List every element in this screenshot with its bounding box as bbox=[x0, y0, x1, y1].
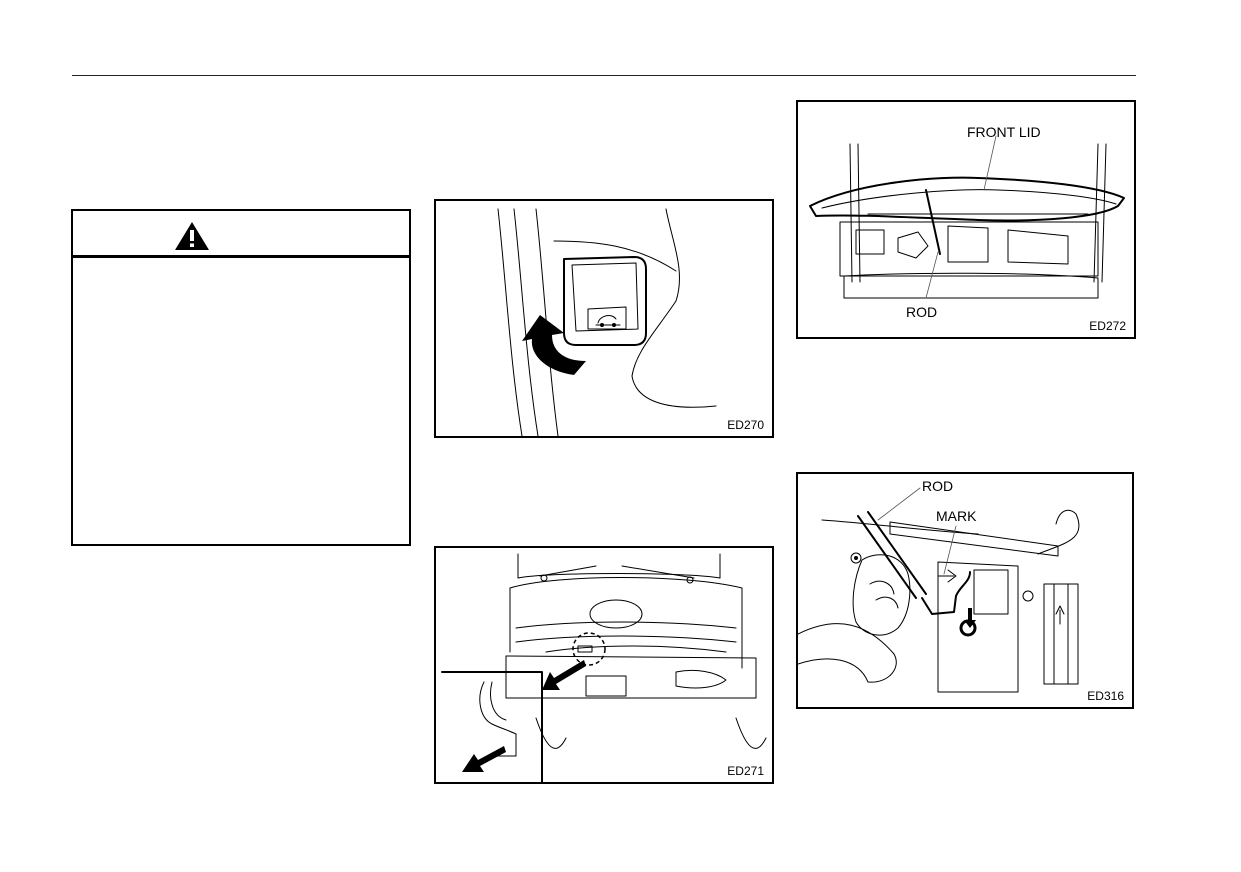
figure-code: ED272 bbox=[1089, 319, 1126, 333]
figure-rod-insertion: ROD MARK ED316 bbox=[796, 472, 1134, 709]
figure-hood-release-lever: ED270 bbox=[434, 199, 774, 438]
figure-front-grille-release: ED271 bbox=[434, 546, 774, 784]
warning-body bbox=[73, 258, 409, 290]
hood-release-lever-illustration bbox=[497, 208, 717, 436]
figure-code: ED316 bbox=[1087, 689, 1124, 703]
warning-triangle-icon bbox=[175, 222, 209, 250]
rod-insertion-illustration bbox=[798, 487, 1080, 693]
callout-rod: ROD bbox=[922, 478, 954, 494]
figure-front-lid-open: FRONT LID ROD ED272 bbox=[796, 100, 1136, 339]
front-lid-open-illustration bbox=[809, 135, 1125, 299]
figure-code: ED270 bbox=[727, 418, 764, 432]
front-grille-release-illustration bbox=[441, 553, 767, 782]
warning-box bbox=[71, 209, 411, 546]
figure-code: ED271 bbox=[727, 764, 764, 778]
callout-rod: ROD bbox=[906, 304, 938, 320]
callout-mark: MARK bbox=[936, 508, 977, 524]
header-rule bbox=[72, 75, 1136, 76]
callout-front-lid: FRONT LID bbox=[967, 124, 1041, 140]
warning-header bbox=[73, 211, 409, 258]
